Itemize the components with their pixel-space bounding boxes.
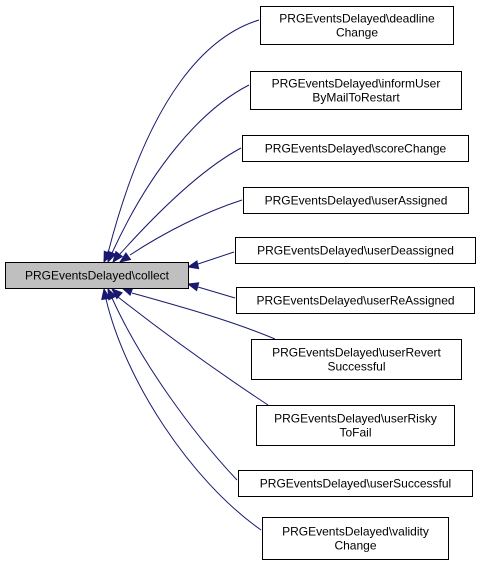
arrowhead <box>112 250 124 264</box>
arrowhead <box>110 288 123 300</box>
node-user-successful[interactable]: PRGEventsDelayed\userSuccessful <box>238 470 473 497</box>
node-box <box>236 287 475 314</box>
node-box <box>5 262 189 289</box>
node-user-reassigned[interactable]: PRGEventsDelayed\userReAssigned <box>236 287 475 314</box>
node-box <box>235 237 476 264</box>
node-box <box>238 470 473 497</box>
node-user-deassigned[interactable]: PRGEventsDelayed\userDeassigned <box>235 237 476 264</box>
node-collect[interactable]: PRGEventsDelayed\collect <box>5 262 189 289</box>
node-label-line: PRGEventsDelayed\userRevert <box>272 346 441 360</box>
edge-score-change-to-collect <box>112 147 242 264</box>
arrowhead <box>107 287 117 301</box>
edge-user-assigned-to-collect <box>118 199 243 263</box>
edges <box>101 19 276 531</box>
edge-line <box>131 292 276 340</box>
edge-line <box>111 84 250 254</box>
arrowhead <box>186 260 200 270</box>
node-score-change[interactable]: PRGEventsDelayed\scoreChange <box>242 135 469 162</box>
node-user-assigned[interactable]: PRGEventsDelayed\userAssigned <box>243 187 469 214</box>
node-label-line: Successful <box>327 360 385 374</box>
edge-user-deassigned-to-collect <box>186 251 235 270</box>
node-box <box>250 71 462 110</box>
edge-line <box>107 19 260 254</box>
node-label-line: ByMailToRestart <box>312 91 400 105</box>
edge-user-successful-to-collect <box>107 287 238 481</box>
nodes: PRGEventsDelayed\collectPRGEventsDelayed… <box>5 6 476 560</box>
node-label-line: PRGEventsDelayed\validity <box>282 525 429 539</box>
node-label-line: PRGEventsDelayed\userReAssigned <box>256 294 454 308</box>
edge-inform-user-by-mail-to-restart-to-collect <box>107 84 250 264</box>
node-inform-user-by-mail-to-restart[interactable]: PRGEventsDelayed\informUserByMailToResta… <box>250 71 462 110</box>
node-box <box>251 339 462 380</box>
arrowhead <box>118 252 132 263</box>
node-box <box>243 187 469 214</box>
node-label-line: PRGEventsDelayed\collect <box>25 269 170 283</box>
edge-user-risky-to-fail-to-collect <box>110 288 269 406</box>
node-label-line: Change <box>336 26 378 40</box>
edge-line <box>197 251 235 265</box>
arrowhead <box>101 287 111 301</box>
node-label-line: Change <box>334 539 376 553</box>
edge-line <box>111 297 238 481</box>
node-box <box>262 517 449 560</box>
edge-line <box>119 147 242 255</box>
edge-line <box>117 296 269 406</box>
node-box <box>242 135 469 162</box>
edge-line <box>197 286 236 299</box>
node-label-line: PRGEventsDelayed\userSuccessful <box>260 477 451 491</box>
node-label-line: ToFail <box>339 426 371 440</box>
node-label-line: PRGEventsDelayed\userDeassigned <box>257 244 454 258</box>
node-label-line: PRGEventsDelayed\deadline <box>279 12 435 26</box>
node-label-line: PRGEventsDelayed\userRisky <box>274 412 437 426</box>
edge-line <box>129 199 243 256</box>
edge-validity-change-to-collect <box>101 287 262 531</box>
node-box <box>260 6 454 45</box>
node-box <box>256 405 455 446</box>
edge-line <box>105 298 262 531</box>
node-label-line: PRGEventsDelayed\scoreChange <box>265 142 447 156</box>
arrowhead <box>186 282 200 292</box>
edge-user-reassigned-to-collect <box>186 282 236 299</box>
arrowhead <box>107 250 117 264</box>
node-label-line: PRGEventsDelayed\informUser <box>272 77 441 91</box>
node-label-line: PRGEventsDelayed\userAssigned <box>265 194 448 208</box>
